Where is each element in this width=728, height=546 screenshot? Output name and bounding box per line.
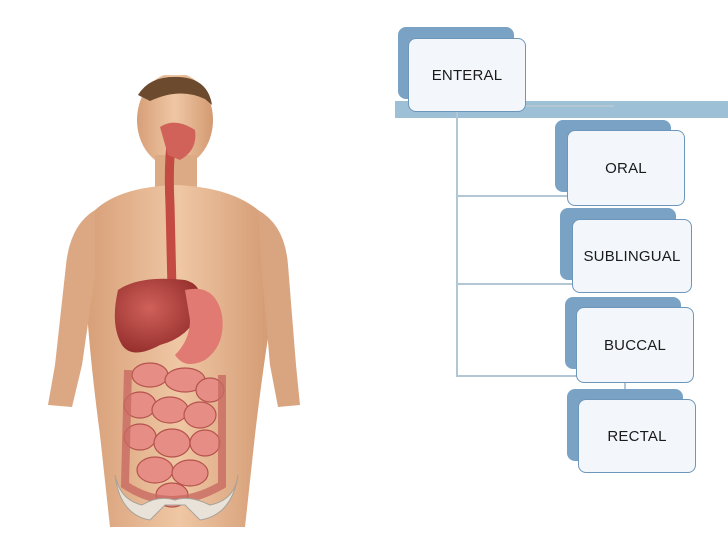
node-buccal-label: BUCCAL	[576, 307, 694, 383]
node-rectal-label: RECTAL	[578, 399, 696, 473]
intestines	[123, 362, 225, 508]
connector-top	[456, 105, 614, 107]
connector-buccal	[456, 375, 626, 377]
connector-trunk	[456, 112, 458, 376]
node-oral: ORAL	[555, 120, 685, 206]
esophagus	[164, 134, 177, 291]
digestive-system-illustration	[48, 75, 300, 527]
throat	[160, 122, 196, 160]
stomach	[175, 288, 223, 364]
node-oral-label: ORAL	[567, 130, 685, 206]
node-buccal: BUCCAL	[565, 297, 694, 383]
node-enteral: ENTERAL	[398, 27, 526, 112]
connector-sublingual	[456, 283, 620, 285]
node-enteral-label: ENTERAL	[408, 38, 526, 112]
liver	[114, 278, 201, 353]
node-sublingual: SUBLINGUAL	[560, 208, 692, 293]
node-sublingual-label: SUBLINGUAL	[572, 219, 692, 293]
connector-oral	[456, 195, 616, 197]
node-rectal: RECTAL	[567, 389, 696, 473]
pelvis	[114, 474, 239, 521]
